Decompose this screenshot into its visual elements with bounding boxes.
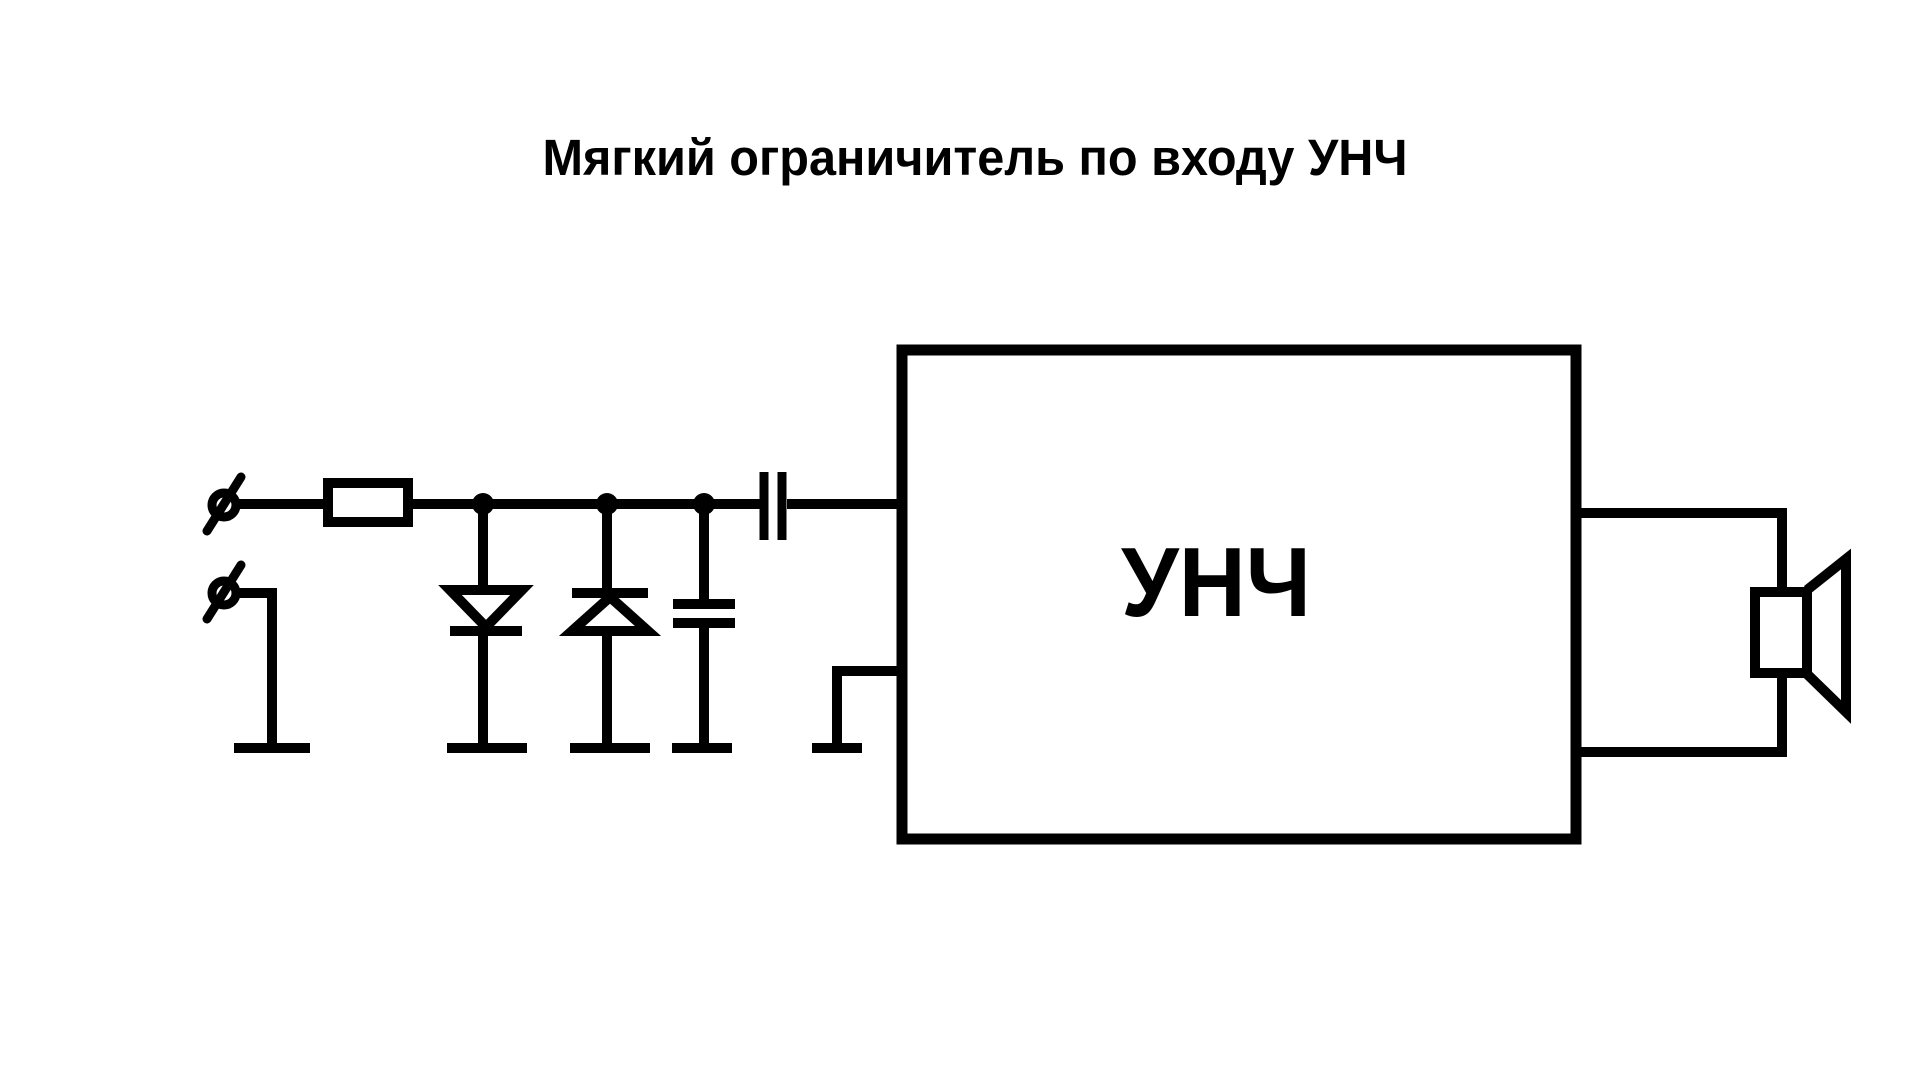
amplifier-ground-branch: [812, 666, 902, 753]
clipping-diode-up-icon: [558, 504, 662, 753]
input-ground-branch: [234, 588, 310, 753]
wire-amp-to-speaker-top: [1576, 508, 1787, 592]
loudspeaker-icon: [1576, 508, 1851, 757]
input-terminal-bottom-icon: [202, 560, 246, 624]
amplifier-label: УНЧ: [1121, 527, 1311, 637]
speaker-driver-body: [1750, 587, 1812, 678]
coupling-capacitor-icon: [759, 472, 902, 540]
clipping-diode-down-icon: [438, 504, 534, 753]
diagram-title: Мягкий ограничитель по входу УНЧ: [543, 129, 1408, 186]
amplifier-box: УНЧ: [896, 344, 1582, 845]
shunt-capacitor-icon: [672, 504, 735, 753]
wire-speaker-to-amp-bottom: [1576, 673, 1787, 757]
speaker-cone: [1803, 548, 1851, 724]
series-resistor-icon: [323, 478, 413, 527]
input-terminal-top-icon: [202, 472, 246, 536]
